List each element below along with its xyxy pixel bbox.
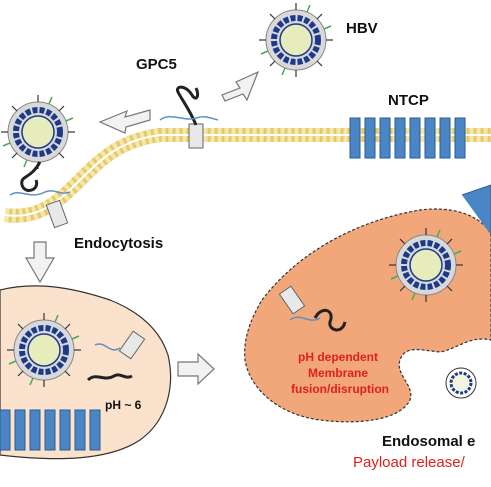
arrow-to-late-endosome <box>177 352 215 386</box>
gpc5-receptor <box>159 85 219 149</box>
late-endosome-right <box>244 184 491 423</box>
hbv-virus-bound <box>1 95 75 229</box>
label-membrane: Membrane <box>307 366 369 380</box>
hbv-virus-top <box>259 3 333 77</box>
label-payload-release: Payload release/ <box>353 454 465 471</box>
label-fusion-disruption: fusion/disruption <box>291 382 389 396</box>
arrow-gpc5-to-virus <box>98 109 151 134</box>
early-endosome-left <box>0 285 172 460</box>
label-ph: pH ~ 6 <box>105 398 142 412</box>
label-ph-dependent: pH dependent <box>298 350 378 364</box>
cell-membrane-top <box>4 128 491 223</box>
arrow-hbv-to-gpc5 <box>221 70 260 102</box>
label-gpc5: GPC5 <box>136 56 177 73</box>
arrow-endocytosis <box>24 241 56 284</box>
ntcp-receptor-top <box>349 117 466 159</box>
label-ntcp: NTCP <box>388 92 429 109</box>
label-endocytosis: Endocytosis <box>74 235 164 252</box>
label-endosomal: Endosomal e <box>382 433 476 450</box>
label-hbv: HBV <box>346 20 378 37</box>
